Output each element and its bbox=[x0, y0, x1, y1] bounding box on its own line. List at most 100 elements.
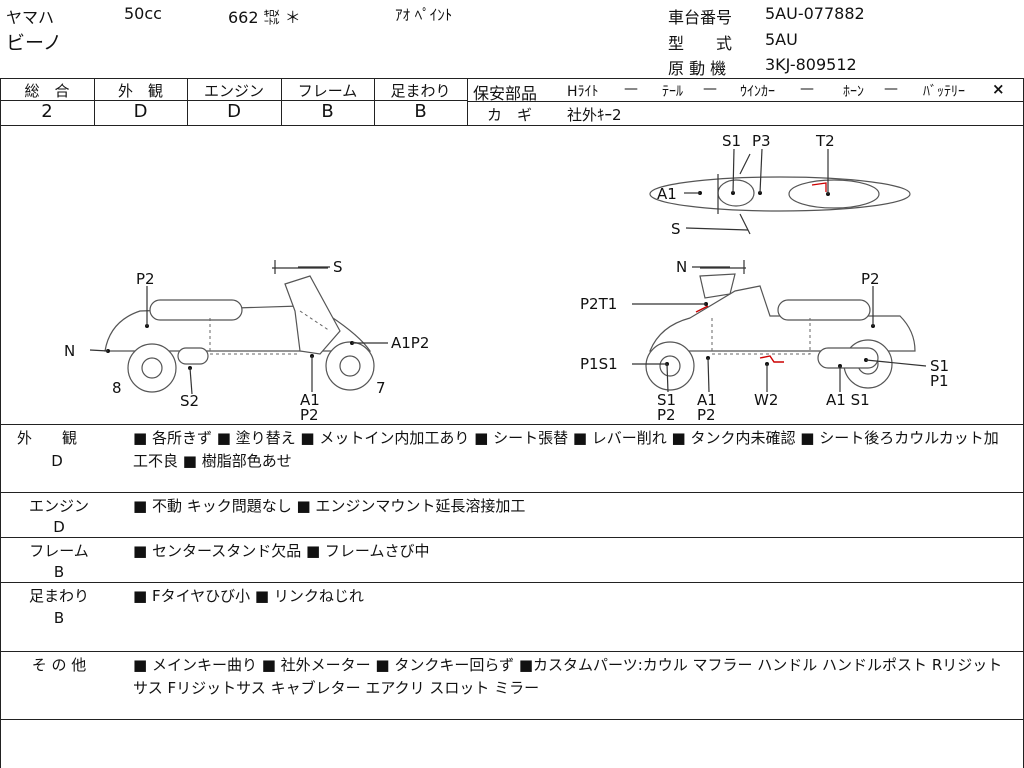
divider bbox=[0, 492, 1024, 493]
leader-line bbox=[685, 227, 749, 231]
engine-no-label: 原 動 機 bbox=[668, 59, 727, 78]
section-grade: B bbox=[53, 609, 65, 627]
type: 5AU bbox=[765, 30, 798, 49]
maker: ヤマハ bbox=[6, 8, 55, 27]
section-text: ■ Fタイヤひび小 ■ リンクねじれ bbox=[133, 587, 364, 605]
left-front-hub bbox=[339, 355, 361, 377]
displacement: 50cc bbox=[124, 4, 162, 23]
right-label-p2t1: P2T1 bbox=[580, 295, 617, 313]
right-dashed-line bbox=[711, 318, 811, 355]
top-label-s1: S1 bbox=[722, 132, 741, 150]
divider bbox=[374, 78, 375, 125]
safety-status-tail: — bbox=[703, 81, 717, 97]
left-label-s: S bbox=[333, 258, 343, 276]
divider bbox=[187, 78, 188, 125]
left-label-a1p2: A1P2 bbox=[391, 334, 429, 352]
right-label-p2: P2 bbox=[861, 270, 880, 288]
left-muffler bbox=[177, 347, 209, 365]
divider bbox=[0, 100, 94, 101]
top-mirror-left bbox=[739, 153, 751, 175]
section-text: ■ 不動 キック問題なし ■ エンジンマウント延長溶接加工 bbox=[133, 497, 526, 515]
left-label-s2: S2 bbox=[180, 392, 199, 410]
safety-item-winker: ｳｲﾝｶｰ bbox=[740, 84, 775, 100]
divider bbox=[0, 78, 1, 768]
right-label-p2b: P2 bbox=[657, 406, 676, 424]
color: ｱｵ ﾍﾟｲﾝﾄ bbox=[395, 6, 453, 24]
right-front-cowl bbox=[699, 273, 736, 299]
right-front-hub bbox=[659, 355, 681, 377]
frame-no-label: 車台番号 bbox=[668, 8, 733, 27]
leader-line bbox=[707, 357, 710, 393]
right-seat-shape bbox=[777, 299, 871, 321]
top-label-p3: P3 bbox=[752, 132, 771, 150]
section-label: 外 観 bbox=[16, 429, 77, 447]
right-label-s1b: S1 bbox=[657, 391, 676, 409]
scooter-right-view: N P2 P2T1 P1S1 S1 P1 S1 P2 A1 P2 W2 A1 S… bbox=[580, 258, 949, 424]
rating-value-frame: B bbox=[321, 101, 334, 122]
divider bbox=[0, 537, 1024, 538]
divider bbox=[0, 78, 1024, 79]
left-label-p2: P2 bbox=[136, 270, 155, 288]
safety-status-winker: — bbox=[800, 81, 814, 97]
section-text: ■ メインキー曲り ■ 社外メーター ■ タンクキー回らず ■カスタムパーツ:カ… bbox=[133, 656, 1003, 697]
left-seat-shape bbox=[149, 299, 243, 321]
key-value: 社外ｷｰ2 bbox=[567, 106, 622, 124]
top-damage-mark bbox=[811, 182, 827, 192]
top-label-t2: T2 bbox=[815, 132, 835, 150]
right-damage-mark bbox=[695, 305, 709, 313]
left-dashed-line bbox=[299, 310, 331, 332]
left-label-8: 8 bbox=[112, 379, 122, 397]
safety-item-horn: ﾎｰﾝ bbox=[843, 84, 864, 100]
divider bbox=[467, 78, 468, 125]
left-label-p2b: P2 bbox=[300, 406, 319, 424]
left-label-7: 7 bbox=[376, 379, 386, 397]
engine-no: 3KJ-809512 bbox=[765, 55, 857, 74]
leader-line bbox=[666, 363, 669, 393]
right-label-p1: P1 bbox=[930, 372, 949, 390]
model-name: ビーノ bbox=[6, 32, 62, 54]
key-label: カ ギ bbox=[487, 106, 533, 124]
divider bbox=[0, 125, 1024, 126]
right-label-p1s1: P1S1 bbox=[580, 355, 618, 373]
right-label-a1: A1 bbox=[697, 391, 717, 409]
rating-value-engine: D bbox=[227, 101, 241, 122]
section-label: エンジン bbox=[28, 497, 89, 515]
divider bbox=[467, 101, 1024, 102]
rating-label-frame: フレーム bbox=[297, 82, 358, 100]
section-label: フレーム bbox=[29, 542, 89, 560]
left-label-a1: A1 bbox=[300, 391, 320, 409]
section-label: そ の 他 bbox=[31, 656, 87, 674]
right-label-s1: S1 bbox=[930, 357, 949, 375]
rating-label-overall: 総 合 bbox=[24, 82, 70, 100]
rating-value-suspension: B bbox=[414, 101, 427, 122]
leader-line bbox=[89, 349, 109, 352]
rating-label-engine: エンジン bbox=[203, 82, 264, 100]
left-front-cowl bbox=[284, 275, 341, 355]
scooter-diagram: S1 P3 T2 A1 S S P2 N A1P2 8 S2 bbox=[64, 132, 949, 424]
top-mirror-right bbox=[739, 213, 751, 235]
leader-line bbox=[732, 148, 735, 194]
rating-value-exterior: D bbox=[133, 101, 148, 122]
rating-value-overall: 2 bbox=[41, 101, 53, 122]
right-label-w2: W2 bbox=[754, 391, 778, 409]
rating-label-suspension: 足まわり bbox=[390, 82, 451, 100]
divider bbox=[0, 582, 1024, 583]
frame-no: 5AU-077882 bbox=[765, 4, 865, 23]
top-seat-shape bbox=[788, 179, 880, 209]
divider bbox=[0, 424, 1024, 425]
top-label-s: S bbox=[671, 220, 681, 238]
safety-item-battery: ﾊﾞｯﾃﾘｰ bbox=[923, 84, 965, 100]
top-handle-shape bbox=[717, 179, 755, 207]
type-label: 型 式 bbox=[668, 34, 733, 53]
safety-item-headlight: Hﾗｲﾄ bbox=[567, 84, 599, 100]
right-label-n: N bbox=[676, 258, 687, 276]
safety-status-battery: × bbox=[992, 80, 1005, 98]
right-label-p2c: P2 bbox=[697, 406, 716, 424]
mileage: 662 ㌖ ＊ bbox=[228, 8, 301, 27]
divider bbox=[94, 100, 467, 101]
divider bbox=[0, 651, 1024, 652]
safety-item-tail: ﾃｰﾙ bbox=[662, 84, 683, 100]
divider bbox=[94, 78, 95, 125]
leader-line bbox=[759, 148, 763, 194]
section-grade: B bbox=[53, 563, 65, 581]
